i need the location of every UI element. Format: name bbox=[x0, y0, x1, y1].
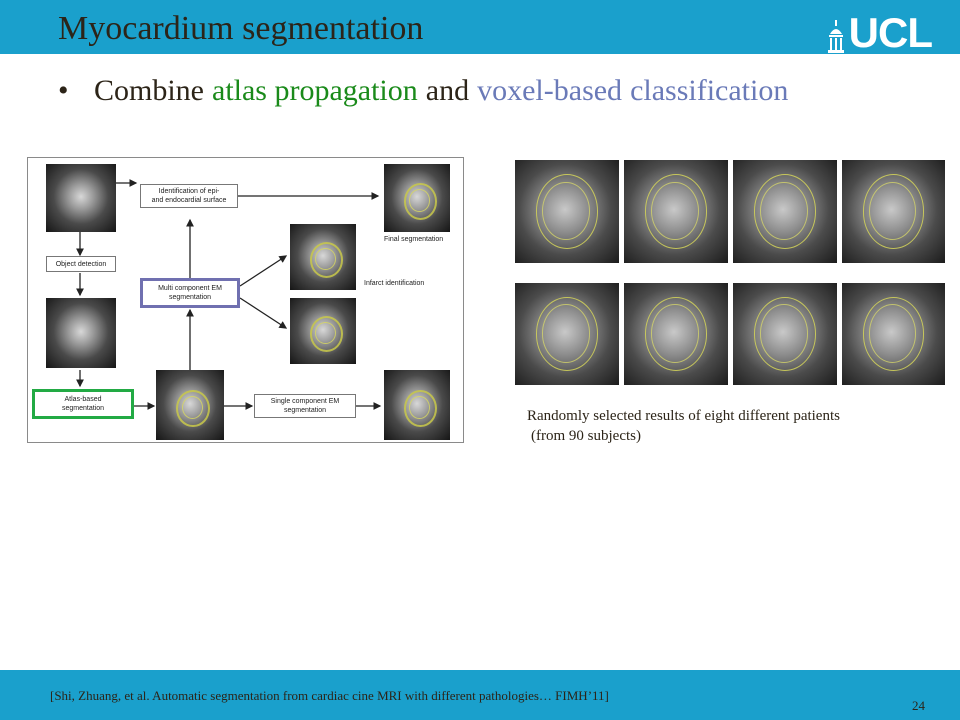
result-image-5 bbox=[515, 283, 619, 385]
slide-title: Myocardium segmentation bbox=[58, 10, 424, 47]
portico-dome-icon bbox=[827, 20, 844, 53]
object-detection-box: Object detection bbox=[46, 256, 116, 272]
infarct-image-top bbox=[290, 224, 356, 290]
detected-mri-image bbox=[46, 298, 116, 368]
bullet-text-combine: Combine bbox=[94, 74, 204, 107]
page-number: 24 bbox=[912, 698, 925, 713]
result-image-1 bbox=[515, 160, 619, 263]
single-component-em-box: Single component EM segmentation bbox=[254, 394, 356, 418]
result-image-6 bbox=[624, 283, 728, 385]
pipeline-diagram: Object detection Atlas-based segmentatio… bbox=[27, 157, 464, 443]
logo-text: UCL bbox=[848, 9, 933, 56]
reference-citation: [Shi, Zhuang, et al. Automatic segmentat… bbox=[50, 688, 609, 703]
multi-component-em-box: Multi component EM segmentation bbox=[140, 278, 240, 308]
bullet-dot: • bbox=[58, 74, 69, 107]
infarct-identification-label: Infarct identification bbox=[364, 280, 425, 287]
bullet-text-voxel: voxel-based bbox=[477, 74, 623, 107]
result-image-2 bbox=[624, 160, 728, 263]
caption-line-1: Randomly selected results of eight diffe… bbox=[527, 408, 840, 424]
bullet-text-classification: classification bbox=[630, 74, 789, 107]
bullet-text-atlas: atlas propagation bbox=[212, 74, 418, 107]
ucl-logo: UCL bbox=[827, 9, 933, 56]
header-bar bbox=[0, 0, 960, 54]
single-em-result-image bbox=[384, 370, 450, 440]
result-image-8 bbox=[842, 283, 945, 385]
identification-box: Identification of epi- and endocardial s… bbox=[140, 184, 238, 208]
infarct-image-bottom bbox=[290, 298, 356, 364]
final-segmentation-image bbox=[384, 164, 450, 232]
raw-mri-image bbox=[46, 164, 116, 232]
results-caption: Randomly selected results of eight diffe… bbox=[527, 406, 840, 446]
bullet-point: • Combine atlas propagation and voxel-ba… bbox=[58, 74, 788, 108]
atlas-result-image bbox=[156, 370, 224, 440]
result-image-4 bbox=[842, 160, 945, 263]
caption-line-2: (from 90 subjects) bbox=[531, 428, 641, 444]
atlas-based-segmentation-box: Atlas-based segmentation bbox=[32, 389, 134, 419]
result-image-7 bbox=[733, 283, 837, 385]
result-image-3 bbox=[733, 160, 837, 263]
footer-bar bbox=[0, 670, 960, 720]
final-segmentation-label: Final segmentation bbox=[384, 236, 444, 243]
bullet-text-and: and bbox=[425, 74, 470, 107]
